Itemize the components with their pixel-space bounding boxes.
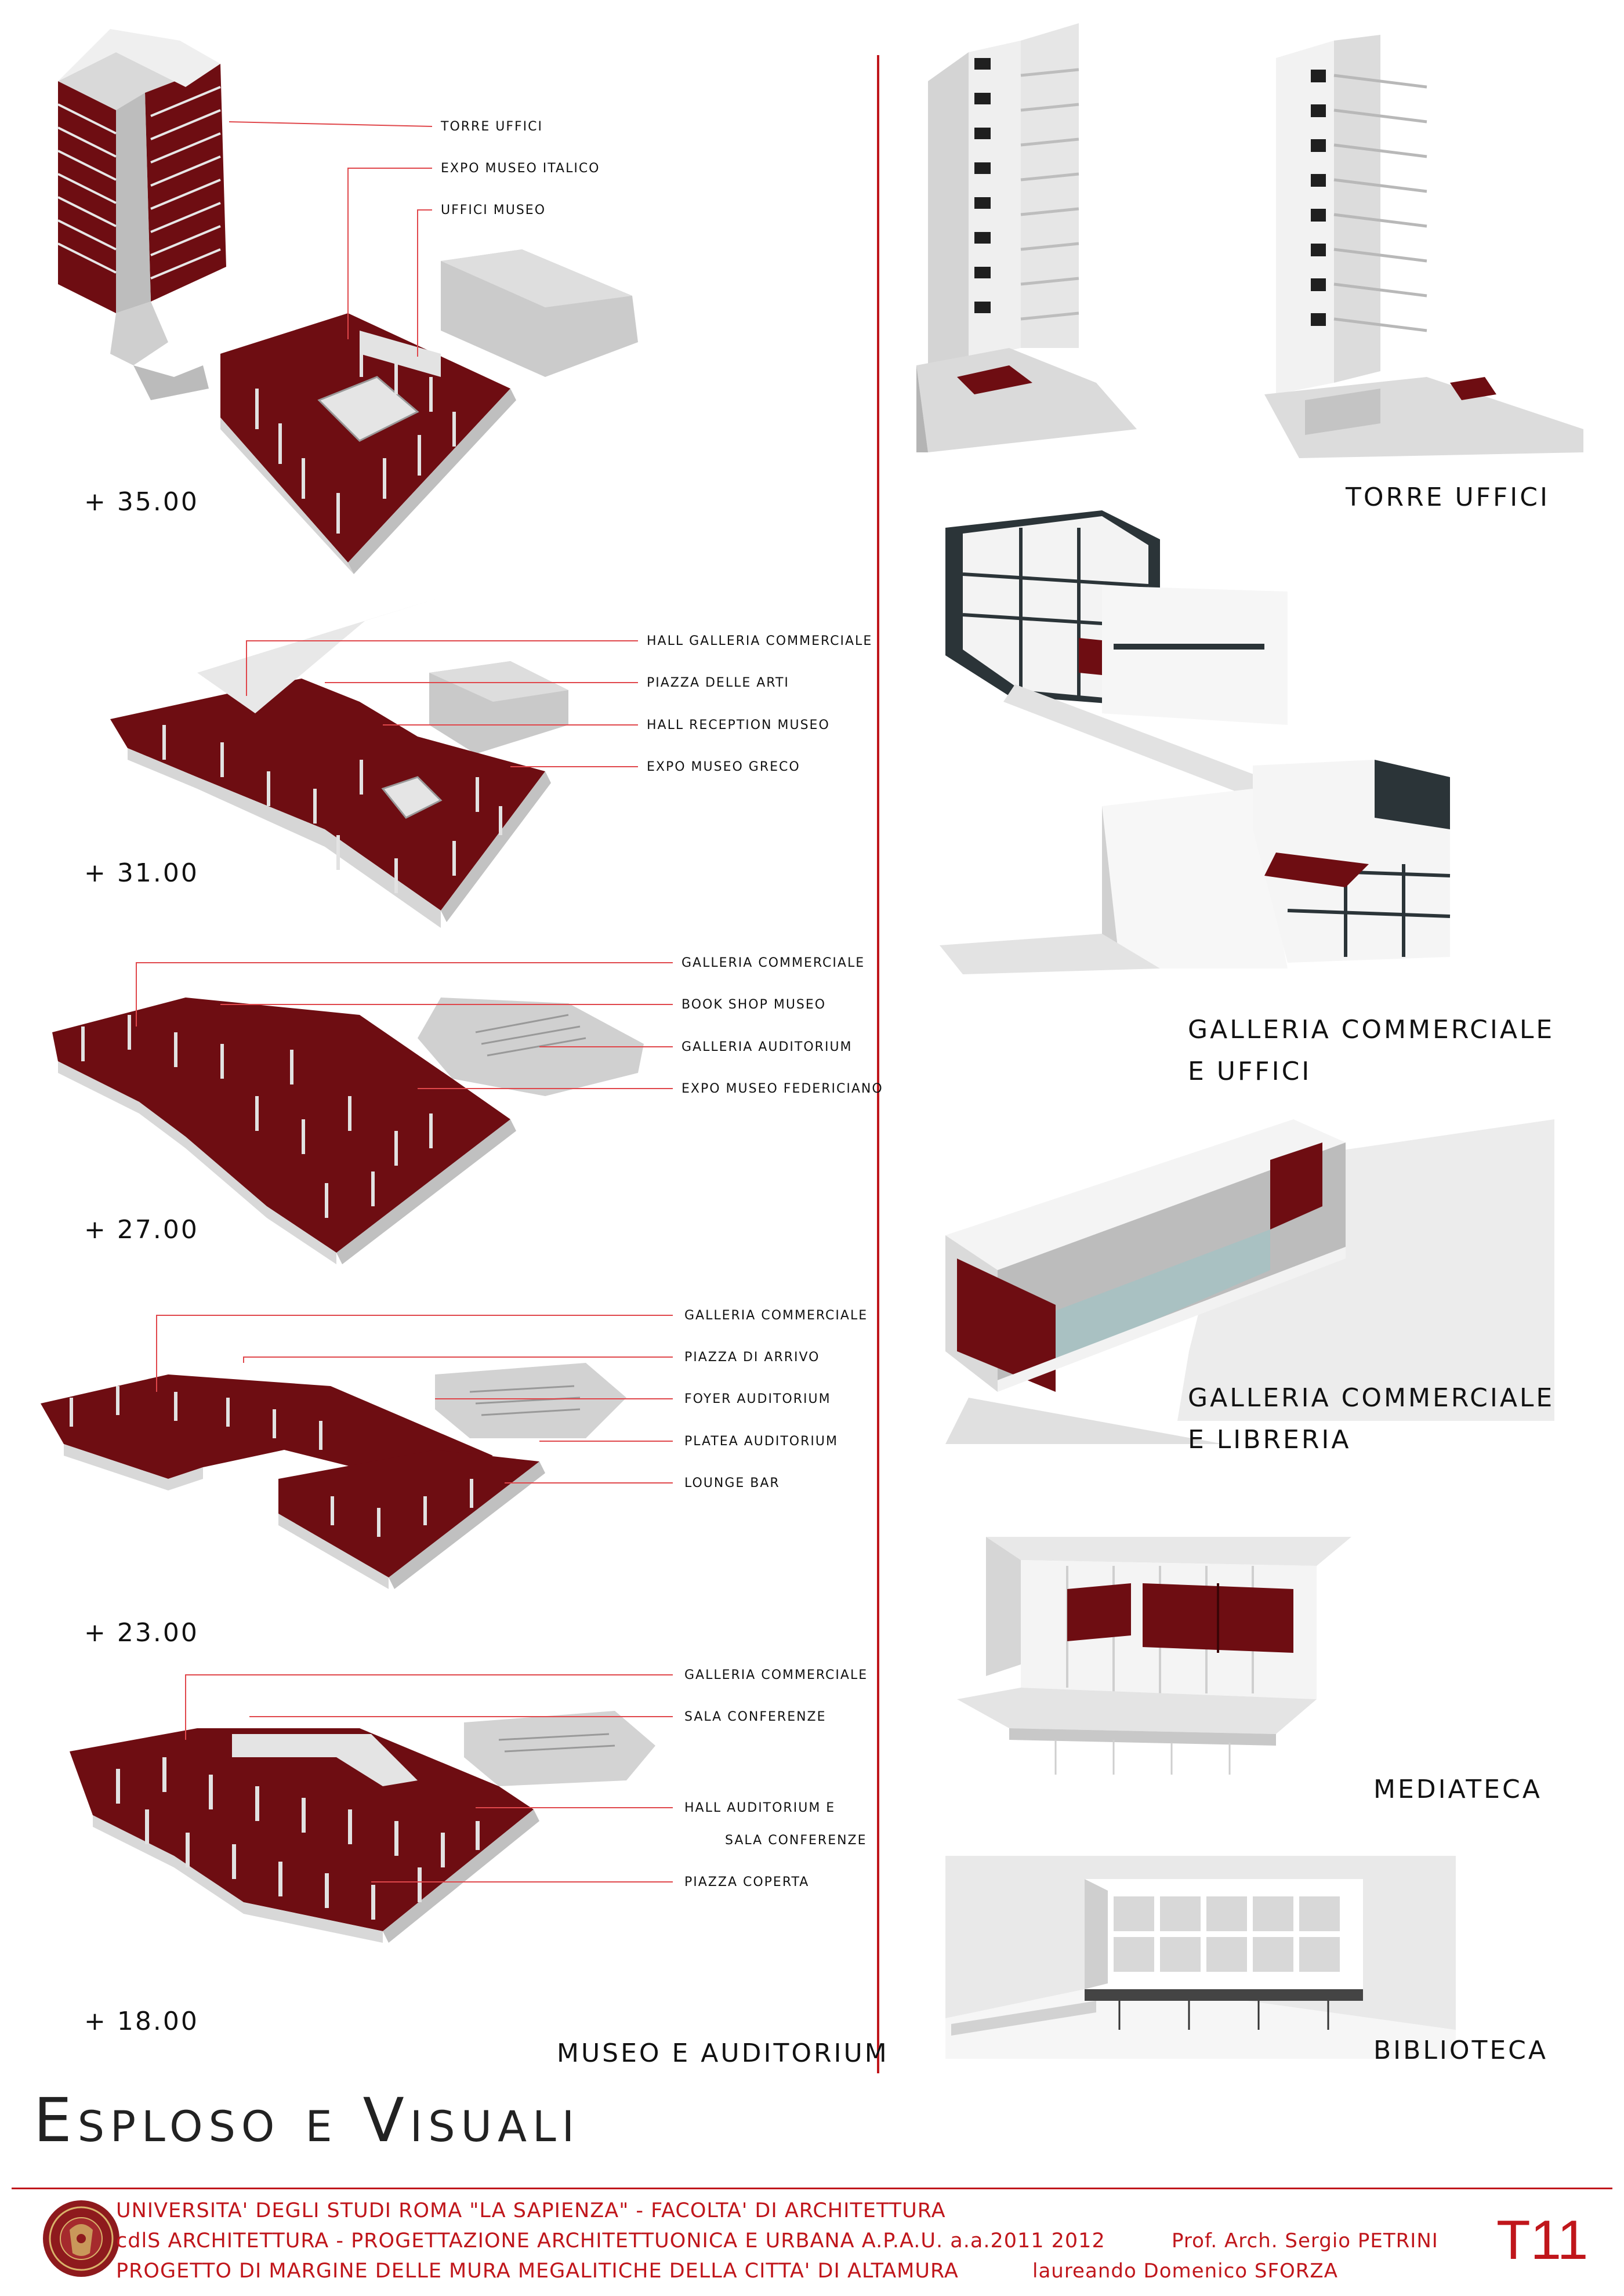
callout-hall-reception-museo: HALL RECEPTION MUSEO [647,718,830,732]
left-caption: MUSEO E AUDITORIUM [557,2039,889,2068]
plan-drawing-23 [41,1363,626,1589]
plan-drawing-35 [57,29,638,574]
callout-galleria-commerciale-23: GALLERIA COMMERCIALE [684,1308,868,1323]
center-divider [877,55,879,2073]
callout-sala-conferenze-2: SALA CONFERENZE [725,1833,867,1848]
callout-piazza-di-arrivo: PIAZZA DI ARRIVO [684,1350,820,1365]
callout-platea-auditorium: PLATEA AUDITORIUM [684,1434,838,1449]
university-seal [43,2200,119,2277]
level-label-35: + 35.00 [84,487,199,517]
callout-hall-auditorium: HALL AUDITORIUM E [684,1801,836,1815]
plan-drawing-18 [70,1711,655,1943]
page-title: Esploso e Visuali [34,2085,581,2156]
view-mediateca [957,1537,1351,1775]
view-galleria-libreria [945,1119,1554,1444]
callout-hall-galleria-commerciale: HALL GALLERIA COMMERCIALE [647,634,873,648]
view-label-biblioteca: BIBLIOTECA [1373,2036,1548,2065]
view-label-mediateca: MEDIATECA [1373,1775,1542,1804]
footer-course: cdlS ARCHITETTURA - PROGETTAZIONE ARCHIT… [116,2229,1105,2253]
sheet-code: T11 [1496,2209,1589,2271]
callout-torre-uffici: TORRE UFFICI [441,119,543,134]
level-label-23: + 23.00 [84,1618,199,1648]
view-galleria-uffici [940,510,1451,974]
callout-expo-museo-federiciano: EXPO MUSEO FEDERICIANO [682,1082,883,1096]
plan-drawing-27 [52,998,644,1264]
callout-galleria-commerciale-27: GALLERIA COMMERCIALE [682,956,865,970]
footer-student: laureando Domenico SFORZA [1032,2259,1338,2283]
callout-expo-museo-italico: EXPO MUSEO ITALICO [441,161,600,176]
plan-drawing-31 [110,597,568,928]
callout-sala-conferenze: SALA CONFERENZE [684,1710,826,1724]
footer-professor: Prof. Arch. Sergio PETRINI [1172,2229,1438,2253]
callout-piazza-coperta: PIAZZA COPERTA [684,1875,810,1889]
callout-uffici-museo: UFFICI MUSEO [441,203,546,217]
view-label-galleria-uffici: GALLERIA COMMERCIALE E UFFICI [1188,1015,1555,1086]
callout-foyer-auditorium: FOYER AUDITORIUM [684,1392,831,1406]
callout-expo-museo-greco: EXPO MUSEO GRECO [647,760,800,774]
view-label-galleria-libreria: GALLERIA COMMERCIALE E LIBRERIA [1188,1383,1555,1455]
level-label-31: + 31.00 [84,858,199,888]
view-biblioteca [945,1856,1456,2059]
level-label-27: + 27.00 [84,1215,199,1245]
callout-leaders [136,121,673,1882]
level-label-18: + 18.00 [84,2007,199,2036]
callout-piazza-delle-arti: PIAZZA DELLE ARTI [647,676,789,690]
callout-galleria-commerciale-18: GALLERIA COMMERCIALE [684,1668,868,1682]
view-torre-uffici [916,23,1583,458]
footer-university: UNIVERSITA' DEGLI STUDI ROMA "LA SAPIENZ… [116,2199,946,2222]
callout-lounge-bar: LOUNGE BAR [684,1476,780,1490]
callout-galleria-auditorium: GALLERIA AUDITORIUM [682,1040,853,1054]
footer-project: PROGETTO DI MARGINE DELLE MURA MEGALITIC… [116,2259,959,2283]
view-label-torre-uffici: TORRE UFFICI [1346,483,1550,512]
footer-rule [12,2188,1612,2189]
callout-book-shop-museo: BOOK SHOP MUSEO [682,998,826,1012]
